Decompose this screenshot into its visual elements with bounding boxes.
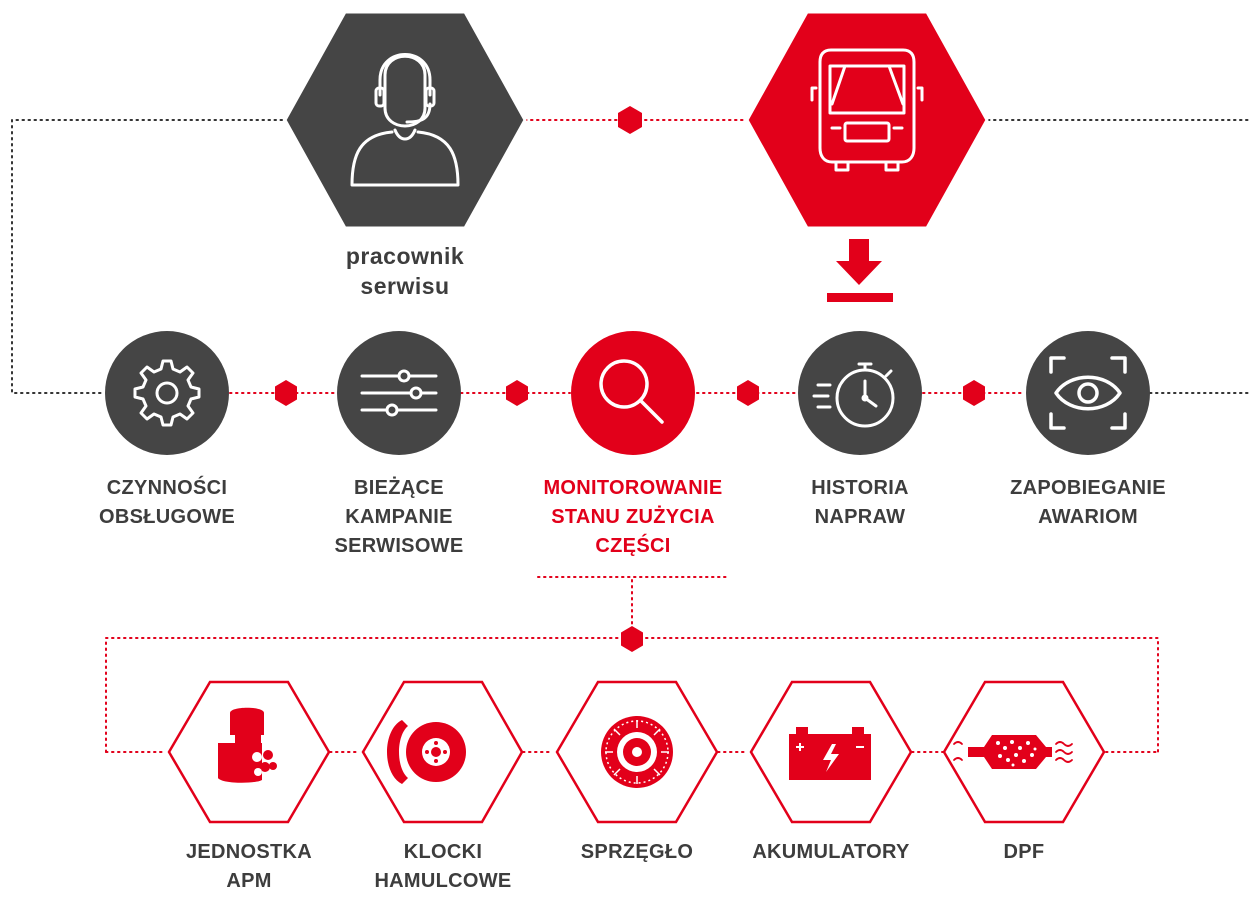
part-label-line: KLOCKI xyxy=(403,841,483,863)
service-label-line: BIEŻĄCE xyxy=(354,477,444,499)
part-label-line: APM xyxy=(226,870,272,892)
battery-icon xyxy=(789,727,871,780)
gear-icon xyxy=(133,359,201,427)
connector-node xyxy=(618,106,642,134)
part-hexagon-3 xyxy=(555,680,719,824)
service-circle-3 xyxy=(571,331,695,455)
service-label-line: KAMPANIE xyxy=(345,506,453,528)
service-label-line: NAPRAW xyxy=(814,506,906,528)
part-label-4: AKUMULATORY xyxy=(752,838,909,867)
download-arrow-icon xyxy=(827,239,893,302)
part-label-line: SPRZĘGŁO xyxy=(580,841,694,863)
part-label-5: DPF xyxy=(1004,838,1045,867)
part-label-line: HAMULCOWE xyxy=(374,870,512,892)
service-label-line: MONITOROWANIE xyxy=(543,477,723,499)
connector-node xyxy=(963,380,985,406)
eye-scan-icon xyxy=(1049,356,1127,430)
staff-hexagon xyxy=(283,10,527,230)
part-label-line: JEDNOSTKA xyxy=(185,841,313,863)
service-label-2: BIEŻĄCE KAMPANIE SERWISOWE xyxy=(334,474,463,561)
service-label-3: MONITOROWANIE STANU ZUŻYCIA CZĘŚCI xyxy=(543,474,722,561)
part-label-3: SPRZĘGŁO xyxy=(581,838,693,867)
connector-node xyxy=(275,380,297,406)
apm-unit-icon xyxy=(218,707,277,783)
connector-nodes xyxy=(275,106,985,652)
service-circle-2 xyxy=(337,331,461,455)
connector-lines-dark xyxy=(11,119,1251,394)
connector-node xyxy=(737,380,759,406)
part-hexagon-1 xyxy=(167,680,331,824)
service-label-line: SERWISOWE xyxy=(334,535,464,557)
connector-node xyxy=(506,380,528,406)
part-hexagon-4 xyxy=(749,680,913,824)
service-label-line: ZAPOBIEGANIE xyxy=(1010,477,1166,499)
staff-label-line: serwisu xyxy=(360,273,450,299)
service-label-line: HISTORIA xyxy=(811,477,909,499)
sliders-icon xyxy=(360,369,438,417)
clutch-disc-icon xyxy=(601,716,673,788)
part-label-line: AKUMULATORY xyxy=(752,841,910,863)
part-label-2: KLOCKI HAMULCOWE xyxy=(374,838,511,896)
headset-person-icon xyxy=(350,53,460,187)
staff-label-line: pracownik xyxy=(345,243,465,269)
service-label-line: AWARIOM xyxy=(1038,506,1138,528)
dpf-filter-icon xyxy=(953,735,1073,769)
staff-label: pracownik serwisu xyxy=(346,241,464,301)
connector-node xyxy=(621,626,643,652)
service-label-line: CZYNNOŚCI xyxy=(106,477,228,499)
service-label-line: OBSŁUGOWE xyxy=(98,506,236,528)
service-label-1: CZYNNOŚCI OBSŁUGOWE xyxy=(99,474,235,532)
service-label-line: CZĘŚCI xyxy=(595,535,671,557)
part-hexagon-5 xyxy=(942,680,1106,824)
search-icon xyxy=(599,359,664,424)
part-label-line: DPF xyxy=(1003,841,1045,863)
service-label-line: STANU ZUŻYCIA xyxy=(551,506,715,528)
brake-disc-icon xyxy=(387,720,466,784)
truck-hexagon xyxy=(745,10,989,230)
service-circle-5 xyxy=(1026,331,1150,455)
service-label-4: HISTORIA NAPRAW xyxy=(811,474,909,532)
part-hexagon-2 xyxy=(361,680,524,824)
part-label-1: JEDNOSTKA APM xyxy=(186,838,312,896)
stopwatch-icon xyxy=(812,362,895,428)
service-circle-1 xyxy=(105,331,229,455)
truck-front-icon xyxy=(810,48,924,172)
service-circle-4 xyxy=(798,331,922,455)
service-label-5: ZAPOBIEGANIE AWARIOM xyxy=(1010,474,1166,532)
